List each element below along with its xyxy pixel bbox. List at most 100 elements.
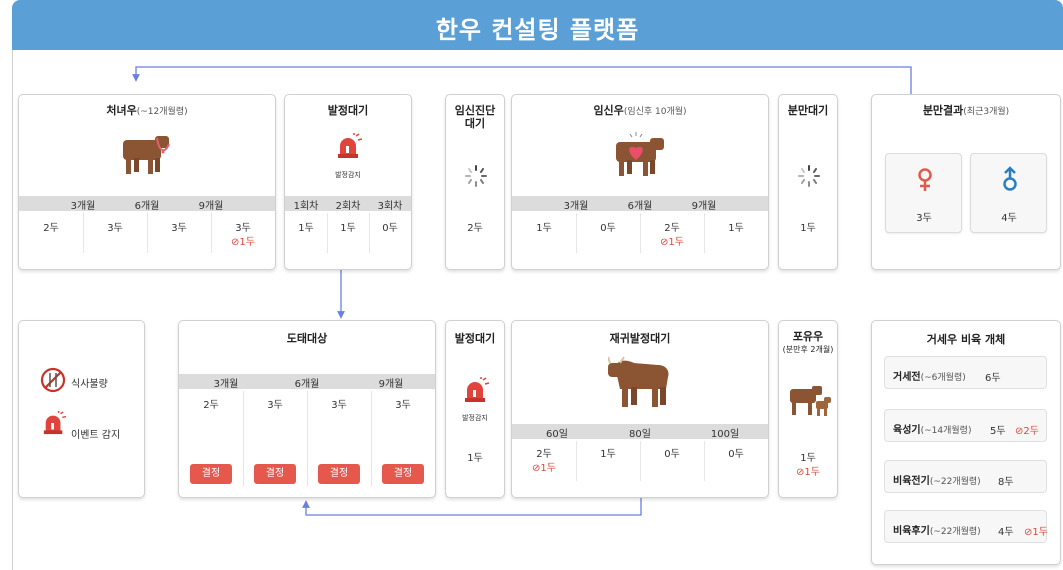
preg-diag-title: 임신진단	[454, 104, 496, 117]
female-result-box[interactable]: 3두	[885, 153, 962, 233]
feed-issue-label: 식사불량	[71, 379, 108, 390]
calving-result-subtitle: (최근3개월)	[963, 107, 1010, 117]
pregnant-warn-badge[interactable]: ⊘1두	[660, 237, 684, 248]
round-1: 1회차	[293, 201, 319, 212]
steer-row-early-fattening[interactable]: 비육전기(~22개월령) 8두	[884, 460, 1047, 493]
divider	[640, 213, 641, 253]
re-estrus-card[interactable]: 재귀발정대기 60일 80일 100일 2두 1두 0두 0두 ⊘1두	[511, 320, 769, 498]
loading-spinner-icon	[465, 165, 487, 187]
divider	[704, 441, 705, 481]
calving-result-card[interactable]: 분만결과(최근3개월) 3두 4두	[871, 94, 1061, 270]
calving-wait-count[interactable]: 1두	[800, 223, 816, 234]
preg-diag-card[interactable]: 임신진단 대기 2두	[445, 94, 505, 270]
female-count: 3두	[916, 213, 932, 224]
heifer-count-1[interactable]: 3두	[107, 223, 123, 234]
round-1-count[interactable]: 1두	[298, 223, 314, 234]
cull-count-0[interactable]: 2두	[203, 400, 219, 411]
male-result-box[interactable]: 4두	[970, 153, 1047, 233]
cull-card[interactable]: 도태대상 3개월 6개월 9개월 2두 3두 3두 3두 결정 결정 결정 결정	[178, 320, 436, 498]
steer-row-growing[interactable]: 육성기(~14개월령) 5두 ⊘2두	[884, 409, 1047, 442]
cow-heifer-icon	[123, 136, 170, 174]
re-estrus-count-1[interactable]: 1두	[600, 449, 616, 460]
steer-card[interactable]: 거세우 비육 개체 거세전(~6개월령) 6두 육성기(~14개월령) 5두 ⊘…	[871, 320, 1061, 565]
estrus-wait-title: 발정대기	[327, 104, 369, 117]
cull-month-6: 6개월	[294, 379, 320, 390]
day-100: 100일	[710, 429, 740, 440]
re-estrus-count-2[interactable]: 0두	[664, 449, 680, 460]
re-estrus-warn-badge[interactable]: ⊘1두	[532, 463, 556, 474]
steer-row-late-fattening[interactable]: 비육후기(~22개월령) 4두 ⊘1두	[884, 510, 1048, 543]
heifer-title: 처녀우(~12개월령)	[19, 105, 275, 118]
calving-result-title: 분만결과(최근3개월)	[872, 105, 1060, 118]
divider	[576, 441, 577, 481]
re-estrus-count-3[interactable]: 0두	[728, 449, 744, 460]
nursing-card[interactable]: 포유우 (분만후 2개월) 1두 ⊘1두	[778, 320, 838, 498]
steer-row-warn[interactable]: ⊘2두	[1015, 426, 1039, 437]
cow-pregnant-icon	[616, 132, 664, 176]
steer-row-pre-castration[interactable]: 거세전(~6개월령) 6두	[884, 356, 1047, 389]
cull-count-2[interactable]: 3두	[331, 400, 347, 411]
nursing-count[interactable]: 1두	[800, 453, 816, 464]
nursing-warn-badge[interactable]: ⊘1두	[796, 467, 820, 478]
male-count: 4두	[1001, 213, 1017, 224]
alarm-icon	[465, 377, 489, 402]
estrus-wait-bottom-card[interactable]: 발정대기 발정감지 1두	[445, 320, 505, 498]
steer-row-label: 비육전기(~22개월령)	[893, 472, 981, 487]
round-2: 2회차	[335, 201, 361, 212]
decide-button[interactable]: 결정	[254, 464, 296, 484]
calving-result-title-text: 분만결과	[922, 104, 964, 117]
pregnant-count-1[interactable]: 0두	[600, 223, 616, 234]
heifer-count-0[interactable]: 2두	[43, 223, 59, 234]
calving-wait-title: 분만대기	[787, 104, 829, 117]
calving-wait-card[interactable]: 분만대기 1두	[778, 94, 838, 270]
divider	[83, 213, 84, 253]
heifer-month-band: 3개월 6개월 9개월	[19, 196, 275, 212]
pregnant-count-0[interactable]: 1두	[536, 223, 552, 234]
divider	[369, 213, 370, 253]
decide-button[interactable]: 결정	[318, 464, 360, 484]
steer-row-label-text: 비육후기	[893, 526, 930, 537]
pregnant-title: 임신우(임신후 10개월)	[512, 105, 768, 118]
divider	[327, 213, 328, 253]
estrus-detect-label: 발정감지	[335, 171, 361, 179]
re-estrus-count-0[interactable]: 2두	[536, 449, 552, 460]
pregnant-month-9: 9개월	[691, 201, 717, 212]
estrus-wait-bottom-count[interactable]: 1두	[467, 453, 483, 464]
preg-diag-count[interactable]: 2두	[467, 223, 483, 234]
steer-title: 거세우 비육 개체	[926, 333, 1006, 346]
decide-button[interactable]: 결정	[190, 464, 232, 484]
divider	[640, 441, 641, 481]
cow-calf-icon	[790, 386, 831, 416]
heifer-count-2[interactable]: 3두	[171, 223, 187, 234]
nursing-title: 포유우	[792, 330, 824, 343]
male-icon	[1003, 166, 1017, 191]
divider	[576, 213, 577, 253]
cull-count-1[interactable]: 3두	[267, 400, 283, 411]
pregnant-count-3[interactable]: 1두	[728, 223, 744, 234]
heifer-warn-badge[interactable]: ⊘1두	[231, 237, 255, 248]
cull-count-3[interactable]: 3두	[395, 400, 411, 411]
decide-button[interactable]: 결정	[382, 464, 424, 484]
page-title: 한우 컨설팅 플랫폼	[435, 16, 640, 44]
round-2-count[interactable]: 1두	[340, 223, 356, 234]
frame-border	[12, 50, 13, 570]
round-3-count[interactable]: 0두	[382, 223, 398, 234]
pregnant-month-3: 3개월	[563, 201, 589, 212]
heifer-month-3: 3개월	[70, 201, 96, 212]
heifer-count-3[interactable]: 3두	[235, 223, 251, 234]
steer-row-count: 8두	[998, 477, 1014, 488]
steer-row-warn[interactable]: ⊘1두	[1024, 527, 1048, 538]
pregnant-card[interactable]: 임신우(임신후 10개월) 3개월 6개월 9개월 1두 0두 2두 1두 ⊘1…	[511, 94, 769, 270]
heifer-card[interactable]: 처녀우(~12개월령) 3개월 6개월 9개월 2두 3두 3두 3두 ⊘1두	[18, 94, 276, 270]
heifer-month-9: 9개월	[198, 201, 224, 212]
cull-title: 도태대상	[286, 332, 328, 345]
alarm-icon	[338, 133, 362, 158]
steer-row-sub: (~6개월령)	[920, 373, 966, 383]
day-80: 80일	[629, 429, 651, 440]
estrus-wait-card[interactable]: 발정대기 발정감지 1회차 2회차 3회차 1두 1두 0두	[284, 94, 412, 270]
steer-row-sub: (~14개월령)	[920, 426, 972, 436]
pregnant-count-2[interactable]: 2두	[664, 223, 680, 234]
estrus-round-band: 1회차 2회차 3회차	[285, 196, 411, 212]
estrus-detect-label: 발정감지	[462, 414, 488, 422]
divider	[307, 391, 308, 486]
